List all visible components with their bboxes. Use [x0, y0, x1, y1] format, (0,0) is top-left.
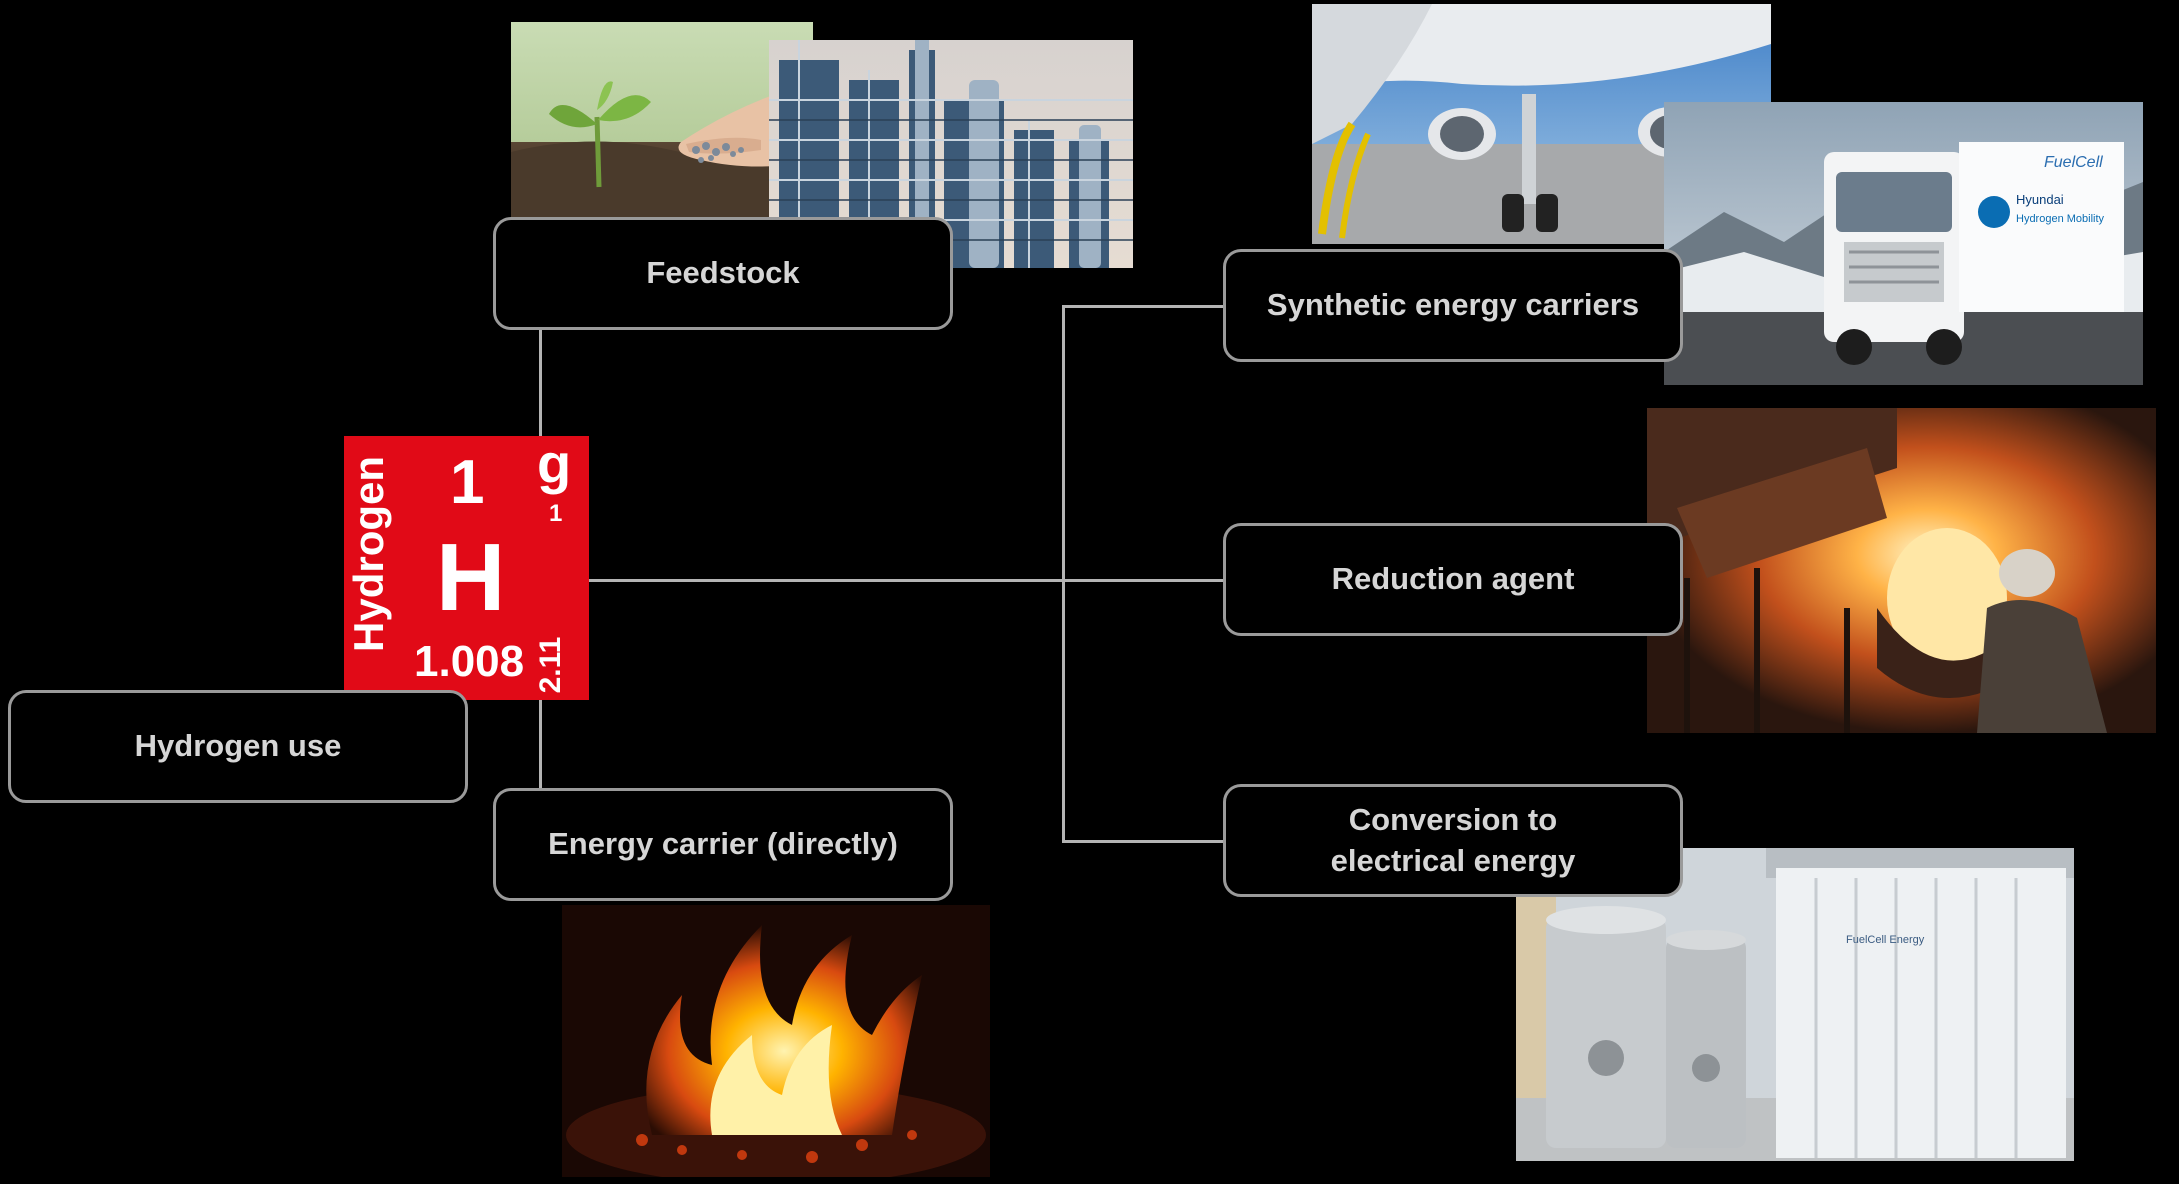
plant-brand-text: FuelCell Energy: [1846, 934, 1925, 946]
element-name: Hydrogen: [345, 455, 392, 652]
element-mass: 1.008: [414, 637, 525, 686]
element-valence: 1: [549, 500, 563, 527]
truck-brand-text: Hyundai: [2016, 192, 2064, 207]
truck-line2-text: Hydrogen Mobility: [2016, 213, 2105, 225]
element-symbol: H: [436, 524, 506, 631]
connector-synthetic: [1062, 305, 1223, 308]
element-state: g: [537, 432, 572, 495]
node-synthetic-energy-carriers-label: Synthetic energy carriers: [1266, 287, 1640, 323]
connector-conversion: [1062, 840, 1223, 843]
connector-main-horizontal: [589, 579, 1223, 582]
node-conversion-electrical: Conversion to electrical energy: [1223, 784, 1683, 897]
node-conversion-electrical-label: Conversion to electrical energy: [1330, 802, 1576, 878]
hydrogen-element-tile: Hydrogen 1 g 1 H 1.008 2.11: [344, 436, 589, 700]
node-hydrogen-use-label: Hydrogen use: [134, 728, 342, 764]
node-energy-carrier-direct-label: Energy carrier (directly): [548, 826, 898, 862]
element-number: 1: [450, 448, 485, 517]
node-feedstock-label: Feedstock: [646, 255, 800, 291]
node-reduction-agent: Reduction agent: [1223, 523, 1683, 636]
node-synthetic-energy-carriers: Synthetic energy carriers: [1223, 249, 1683, 362]
connector-energy-carrier: [539, 700, 542, 788]
truck-fuelcell-text: FuelCell: [2044, 154, 2103, 171]
fuel-cell-truck-photo: Hyundai Hydrogen Mobility FuelCell: [1664, 102, 2143, 385]
flame-photo: [562, 905, 990, 1177]
connector-feedstock: [539, 330, 542, 436]
seedling-fertilizer-photo: [511, 22, 813, 222]
connector-trunk-vertical: [1062, 305, 1065, 843]
node-feedstock: Feedstock: [493, 217, 953, 330]
node-energy-carrier-direct: Energy carrier (directly): [493, 788, 953, 901]
fuel-cell-plant-photo: FuelCell Energy: [1516, 848, 2074, 1161]
steel-furnace-photo: [1647, 408, 2156, 733]
element-electronegativity: 2.11: [534, 636, 567, 694]
node-reduction-agent-label: Reduction agent: [1331, 561, 1575, 597]
node-hydrogen-use: Hydrogen use: [8, 690, 468, 803]
